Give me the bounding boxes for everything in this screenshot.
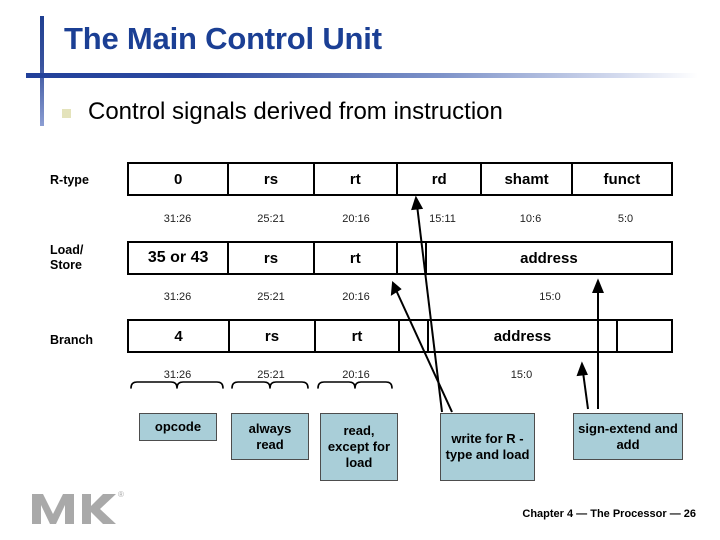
bit-range-ls-31-26: 31:26 bbox=[163, 291, 192, 303]
bit-range-r-5-0: 5:0 bbox=[617, 213, 634, 225]
field-cell-rs: rs bbox=[229, 243, 315, 273]
field-cell-address: address bbox=[520, 249, 578, 267]
callout-write-for-r-type-and-load[interactable]: write for R -type and load bbox=[440, 413, 535, 481]
title-underline-rule bbox=[26, 73, 698, 78]
registered-mark: ® bbox=[118, 490, 124, 499]
format-label-branch: Branch bbox=[50, 333, 94, 347]
bit-range-r-25-21: 25:21 bbox=[257, 213, 285, 225]
field-cell-shamt: shamt bbox=[482, 164, 573, 194]
field-cell-rs: rs bbox=[229, 164, 315, 194]
bit-range-ls-15-0: 15:0 bbox=[539, 291, 561, 303]
field-cell-rt: rt bbox=[315, 243, 399, 273]
field-cell-rt: rt bbox=[316, 321, 400, 351]
bit-range-br-20-16: 20:16 bbox=[342, 369, 370, 381]
instruction-format-load-store: 35 or 43 rs rt address bbox=[127, 241, 673, 275]
format-label-load-store-line1: Load/ bbox=[50, 243, 84, 257]
format-label-load-store-line2: Store bbox=[50, 258, 82, 272]
field-cell-funct: funct bbox=[603, 170, 641, 188]
field-cell-spacer bbox=[398, 243, 427, 273]
bit-range-r-20-16: 20:16 bbox=[342, 213, 370, 225]
instruction-format-r-type: 0 rs rt rd shamt funct bbox=[127, 162, 673, 196]
callout-read-except-for-load[interactable]: read, except for load bbox=[320, 413, 398, 481]
bullet-item-label: Control signals derived from instruction bbox=[88, 98, 503, 125]
bit-range-r-31-26: 31:26 bbox=[163, 213, 192, 225]
instruction-format-branch: 4 rs rt address bbox=[127, 319, 673, 353]
title-accent-vertical-bar bbox=[40, 16, 44, 126]
field-cell-rt: rt bbox=[315, 164, 399, 194]
format-label-r-type: R-type bbox=[50, 173, 89, 187]
field-cell-opcode-35-43: 35 or 43 bbox=[129, 243, 230, 273]
bullet-square-icon bbox=[62, 109, 71, 118]
callout-always-read[interactable]: always read bbox=[231, 413, 309, 460]
footer-chapter-note: Chapter 4 — The Processor — 26 bbox=[522, 508, 696, 520]
bullet-item: Control signals derived from instruction bbox=[62, 96, 712, 130]
brace-opcode bbox=[130, 381, 224, 389]
bit-range-r-15-11: 15:11 bbox=[429, 213, 456, 225]
field-cell-rd: rd bbox=[398, 164, 483, 194]
bit-range-ls-25-21: 25:21 bbox=[257, 291, 285, 303]
brace-rt bbox=[317, 381, 393, 389]
callout-sign-extend-and-add[interactable]: sign-extend and add bbox=[573, 413, 683, 460]
bit-range-br-25-21: 25:21 bbox=[257, 369, 285, 381]
field-cell-spacer bbox=[400, 321, 429, 351]
bit-range-br-31-26: 31:26 bbox=[163, 369, 192, 381]
field-cell-opcode: 0 bbox=[129, 164, 230, 194]
field-cell-rs: rs bbox=[230, 321, 316, 351]
bit-range-br-15-0: 15:0 bbox=[510, 369, 533, 381]
field-cell-opcode-4: 4 bbox=[129, 321, 230, 351]
callout-opcode[interactable]: opcode bbox=[139, 413, 217, 441]
bit-range-r-10-6: 10:6 bbox=[519, 213, 542, 225]
format-label-load-store: Load/ Store bbox=[50, 243, 83, 273]
arrow-rd-head bbox=[411, 195, 424, 211]
bit-range-ls-20-16: 20:16 bbox=[342, 291, 370, 303]
page-title: The Main Control Unit bbox=[64, 21, 382, 56]
brace-rs bbox=[231, 381, 309, 389]
field-cell-address: address bbox=[429, 321, 618, 351]
morgan-kaufmann-logo bbox=[32, 494, 116, 524]
field-cell-tail bbox=[618, 321, 671, 351]
